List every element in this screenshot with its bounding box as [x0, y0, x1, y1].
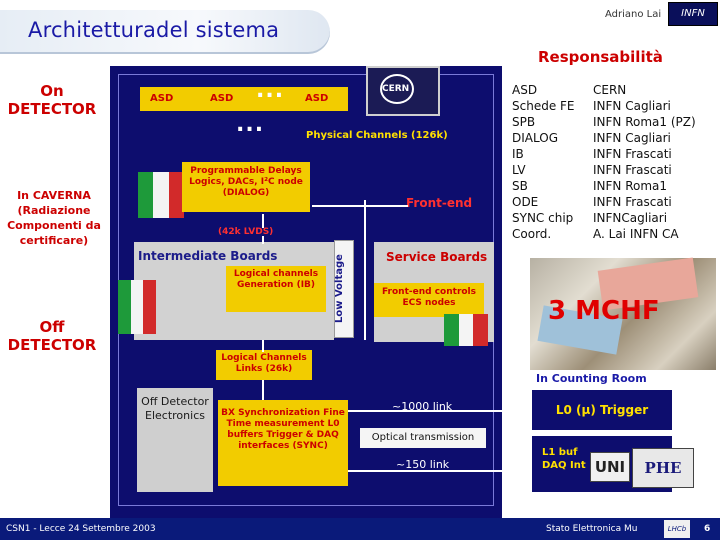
page-title: Architetturadel sistema — [28, 18, 279, 42]
responsibility-item: ASD — [512, 82, 575, 98]
ib-box: Logical channels Generation (IB) — [226, 266, 326, 312]
responsibility-item: SYNC chip — [512, 210, 575, 226]
responsibility-item: LV — [512, 162, 575, 178]
dialog-box: Programmable Delays Logics, DACs, I²C no… — [182, 162, 310, 212]
responsibility-owner: INFN Frascati — [593, 146, 696, 162]
front-end-label: Front-end — [406, 196, 472, 210]
service-boards-label: Service Boards — [386, 250, 487, 264]
responsibility-owner: INFN Roma1 — [593, 178, 696, 194]
ellipsis-middle: ... — [236, 112, 264, 137]
links-arrow-top — [262, 340, 264, 352]
counting-room-label: In Counting Room — [536, 372, 647, 385]
university-logo: UNI — [590, 452, 630, 482]
physical-channels-label: Physical Channels (126k) — [306, 130, 448, 141]
responsibility-item: IB — [512, 146, 575, 162]
responsibility-title: Responsabilità — [538, 48, 663, 66]
footer-conference: CSN1 - Lecce 24 Settembre 2003 — [6, 524, 156, 534]
intermediate-boards-label: Intermediate Boards — [138, 248, 277, 264]
lvds-label: (42k LVDS) — [218, 227, 273, 237]
responsibility-owner: CERN — [593, 82, 696, 98]
asd-label-2: ASD — [210, 93, 233, 104]
optical-link-1000-arrow — [348, 410, 530, 412]
on-detector-label: On DETECTOR — [6, 82, 98, 118]
off-detector-label: Off DETECTOR — [6, 318, 98, 354]
responsibility-owner: INFN Roma1 (PZ) — [593, 114, 696, 130]
cern-logo-text: CERN — [382, 84, 409, 94]
optical-transmission-box: Optical transmission — [360, 428, 486, 448]
author-name: Adriano Lai — [605, 9, 661, 20]
responsibility-owners: CERN INFN Cagliari INFN Roma1 (PZ) INFN … — [593, 82, 696, 242]
logical-links-box: Logical Channels Links (26k) — [216, 350, 312, 380]
responsibility-item: Schede FE — [512, 98, 575, 114]
responsibility-item: Coord. — [512, 226, 575, 242]
links-arrow-bottom — [262, 380, 264, 400]
ecs-box: Front-end controls ECS nodes — [374, 283, 484, 317]
italy-flag-icon — [118, 280, 156, 334]
lvds-arrow-bottom — [262, 236, 264, 244]
responsibility-owner: INFN Cagliari — [593, 98, 696, 114]
lhcb-logo: LHCb — [664, 520, 690, 538]
low-voltage-label: Low Voltage — [334, 240, 354, 338]
front-end-link-line — [364, 200, 366, 340]
responsibility-item: SPB — [512, 114, 575, 130]
asd-label-3: ASD — [305, 93, 328, 104]
phe-logo: PHE — [632, 448, 694, 488]
l0-trigger-box: L0 (μ) Trigger — [532, 390, 672, 430]
responsibility-item: DIALOG — [512, 130, 575, 146]
infn-logo: INFN — [668, 2, 718, 26]
asd-label-1: ASD — [150, 93, 173, 104]
italy-flag-icon — [138, 172, 184, 218]
responsibility-items: ASD Schede FE SPB DIALOG IB LV SB ODE SY… — [512, 82, 575, 242]
responsibility-owner: INFNCagliari — [593, 210, 696, 226]
page-number: 6 — [704, 524, 710, 534]
responsibility-owner: INFN Cagliari — [593, 130, 696, 146]
responsibility-owner: A. Lai INFN CA — [593, 226, 696, 242]
optical-link-150-arrow — [348, 470, 530, 472]
responsibility-item: ODE — [512, 194, 575, 210]
responsibility-owner: INFN Frascati — [593, 162, 696, 178]
sync-box: BX Synchronization Fine Time measurement… — [218, 400, 348, 486]
lvds-arrow-top — [262, 214, 264, 228]
footer-talk-title: Stato Elettronica Mu — [546, 524, 637, 534]
responsibility-owner: INFN Frascati — [593, 194, 696, 210]
cost-label: 3 MCHF — [548, 296, 660, 326]
caverna-label: In CAVERNA (Radiazione Componenti da cer… — [4, 188, 104, 248]
responsibility-item: SB — [512, 178, 575, 194]
front-end-arrow — [312, 205, 408, 207]
off-detector-electronics-label: Off Detector Electronics — [138, 395, 212, 423]
ellipsis-top: ... — [256, 78, 284, 103]
italy-flag-icon — [444, 314, 488, 346]
